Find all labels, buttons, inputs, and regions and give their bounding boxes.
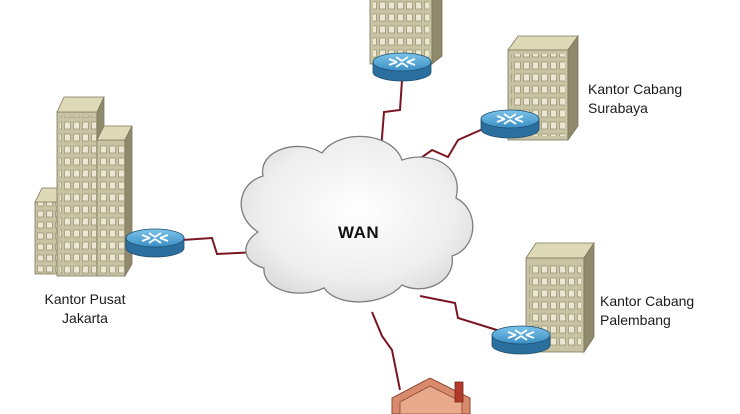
- wan-cloud: [240, 135, 474, 303]
- palembang-label-line1: Kantor Cabang: [600, 293, 695, 309]
- palembang-label: Kantor Cabang Palembang: [600, 292, 694, 330]
- router-palembang-icon: [491, 325, 551, 355]
- wan-label: WAN: [338, 223, 380, 242]
- palembang-label-line2: Palembang: [600, 312, 671, 328]
- link-top-branch-wan: [380, 79, 403, 151]
- top-branch-building-icon: [369, 0, 443, 65]
- router-top-branch-icon: [372, 52, 432, 82]
- surabaya-label: Kantor Cabang Surabaya: [588, 80, 682, 118]
- palembang-building-icon: [525, 241, 595, 354]
- hq-label-line2: Jakarta: [62, 310, 108, 326]
- hq-label-line1: Kantor Pusat: [44, 291, 126, 307]
- link-palembang-wan: [419, 295, 501, 332]
- router-surabaya-icon: [480, 109, 540, 139]
- hq-label: Kantor Pusat Jakarta: [40, 290, 130, 328]
- router-hq-icon: [125, 228, 185, 258]
- link-hq-wan: [181, 236, 259, 256]
- surabaya-label-line1: Kantor Cabang: [588, 81, 683, 97]
- house-icon: [391, 377, 471, 414]
- surabaya-label-line2: Surabaya: [588, 100, 648, 116]
- link-house-wan: [371, 311, 401, 391]
- hq-building-icon: [34, 96, 133, 278]
